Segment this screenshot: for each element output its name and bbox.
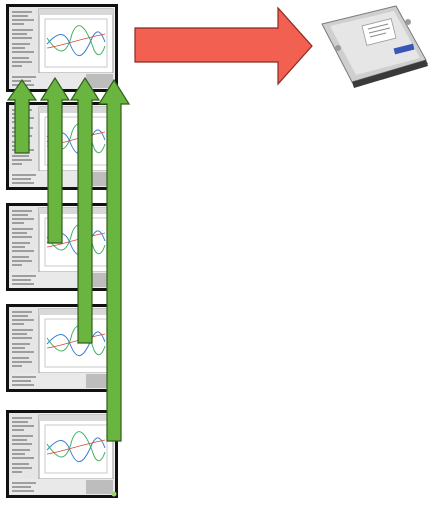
- save-arrow: [135, 8, 312, 84]
- status-dot: [112, 492, 117, 497]
- panel-1: [6, 4, 118, 92]
- screen-thumbnail: [6, 4, 118, 92]
- screen-thumbnail: [6, 410, 118, 498]
- hard-drive-icon: [322, 6, 428, 88]
- screen-thumbnail: [6, 304, 118, 392]
- panel-5: [6, 410, 118, 498]
- panel-4: [6, 304, 118, 392]
